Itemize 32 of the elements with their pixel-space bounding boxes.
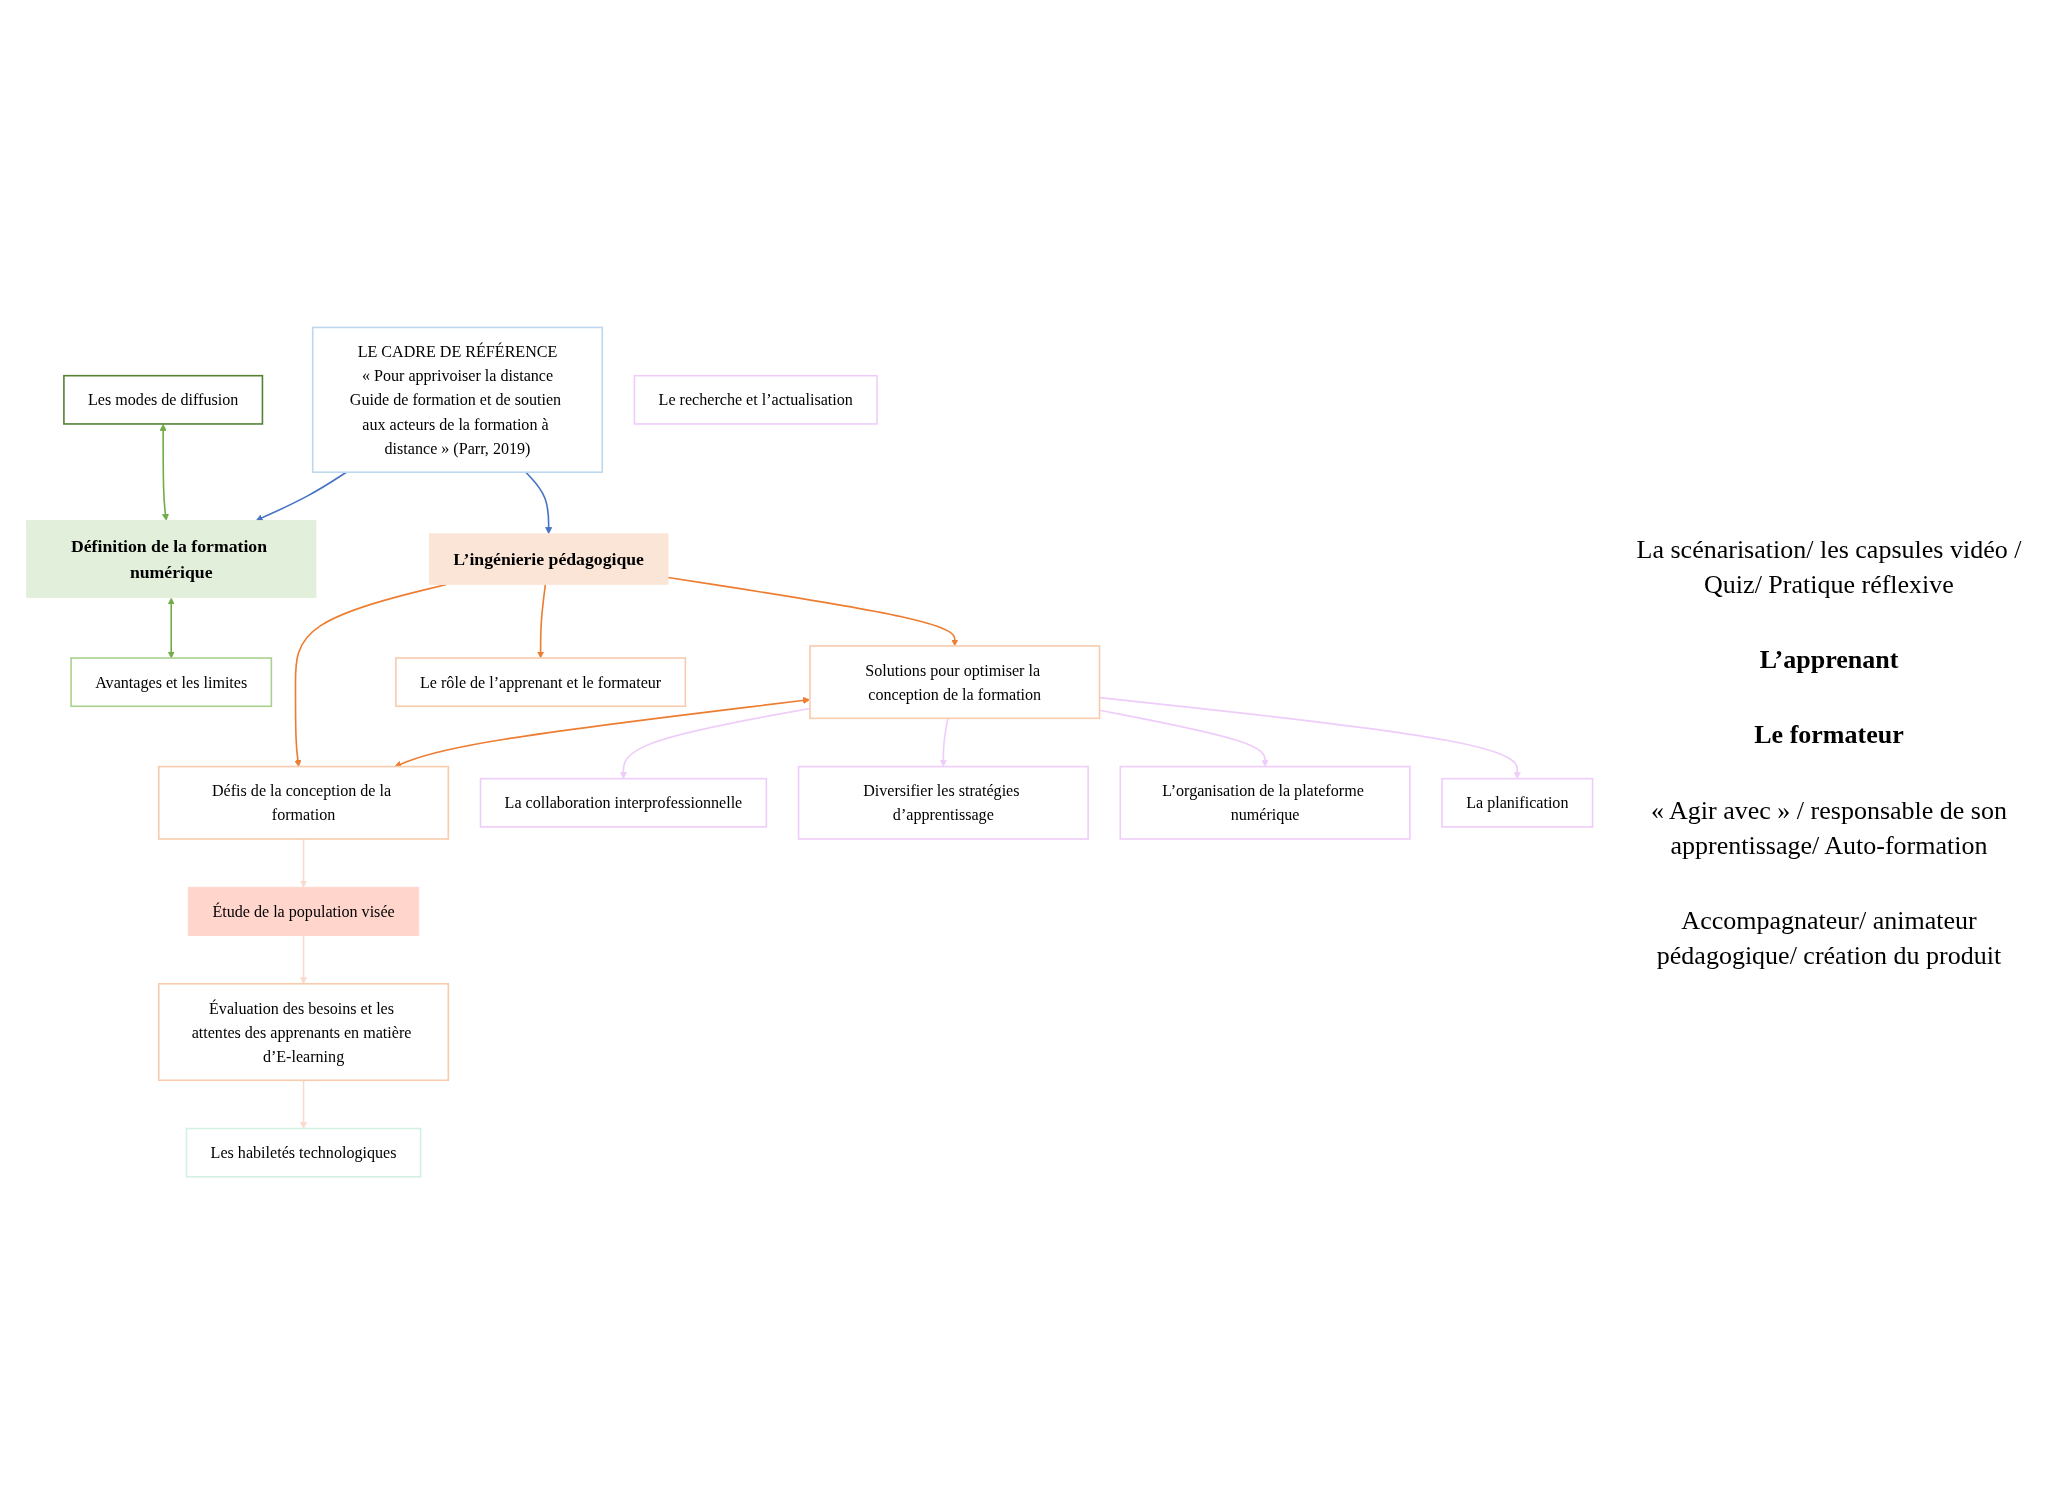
arrow [394, 697, 810, 768]
role-description: « Agir avec » / responsable de son apprentissage/ Auto-formation [1650, 794, 2008, 862]
node-box: Diversifier les stratégies d’apprentissage [797, 766, 1089, 841]
node-box: LE CADRE DE RÉFÉRENCE « Pour apprivoiser la distance Guide de formation et de soutien aux acteurs de la formation à distance » (Parr, 2019) [311, 327, 604, 474]
node-box: Les modes de diffusion [63, 375, 264, 426]
role-description: Accompagnateur/ animateur pédagogique/ création du produit [1655, 904, 2003, 972]
node-box: Le recherche et l’actualisation [633, 375, 878, 426]
arrow [300, 838, 308, 888]
arrow [159, 424, 169, 522]
arrow [300, 935, 308, 985]
arrow [525, 471, 553, 535]
node-box: Les habiletés technologiques [185, 1128, 422, 1178]
node-box: L’ingénierie pédagogique [428, 533, 669, 586]
role-heading: Le formateur [1753, 719, 1905, 752]
node-box: Solutions pour optimiser la conception de la formation [809, 645, 1101, 720]
arrow [537, 584, 547, 659]
node-box: La planification [1441, 778, 1594, 829]
node-box: Avantages et les limites [70, 657, 273, 708]
node-box: Étude de la population visée [187, 887, 420, 937]
arrow [667, 577, 959, 647]
node-box: Le rôle de l’apprenant et le formateur [395, 657, 687, 708]
node-box: Définition de la formation numérique [26, 520, 317, 599]
node-box: L’organisation de la plateforme numérique [1119, 766, 1411, 841]
arrow [939, 717, 949, 768]
node-box: Défis de la conception de la formation [157, 766, 450, 841]
content-note: La scénarisation/ les capsules vidéo / Quiz/ Pratique réflexive [1635, 534, 2023, 602]
arrow [255, 471, 348, 522]
node-box: La collaboration interprofessionnelle [479, 778, 768, 829]
node-box: Évaluation des besoins et les attentes des apprenants en matière d’E-learning [157, 983, 450, 1082]
arrow [167, 598, 175, 659]
arrow [300, 1079, 308, 1130]
role-heading: L’apprenant [1758, 644, 1900, 677]
